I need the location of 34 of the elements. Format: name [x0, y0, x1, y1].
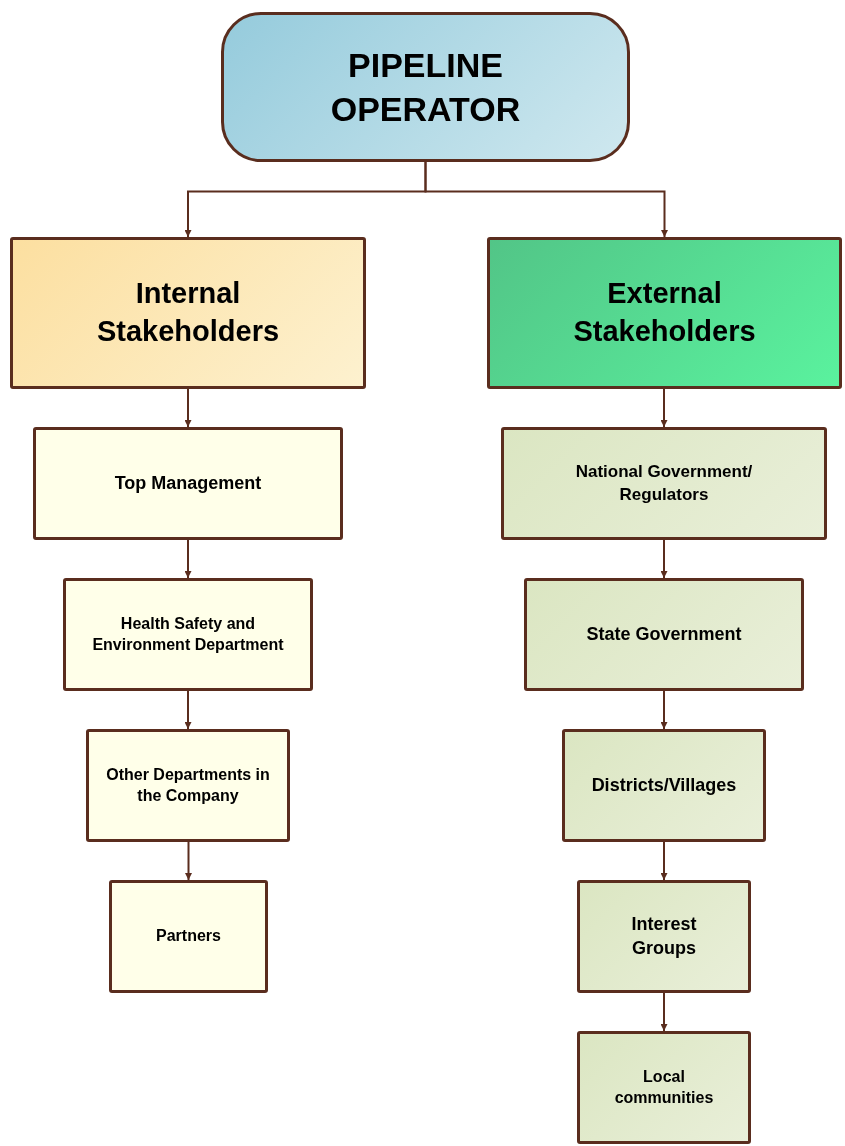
arrow: [424, 161, 668, 238]
arrow: [185, 841, 192, 881]
box-label: External Stakeholders: [572, 276, 757, 349]
stakeholder-box: [562, 729, 766, 842]
arrow: [660, 690, 668, 730]
operator-box: [221, 12, 630, 162]
box-label: Top Management: [114, 471, 262, 495]
box-label: Health Safety and Environment Department: [91, 613, 285, 655]
arrow: [184, 690, 192, 730]
group-box: [487, 237, 842, 389]
arrow: [660, 992, 668, 1032]
box-label: Internal Stakeholders: [95, 276, 281, 349]
stakeholder-box: [86, 729, 290, 842]
box-label: Other Departments in the Company: [105, 764, 271, 806]
box-label: Partners: [156, 926, 221, 947]
box-label: State Government: [586, 622, 742, 646]
stakeholder-box: [577, 880, 751, 993]
box-label: Local communities: [614, 1066, 714, 1108]
stakeholder-box: [577, 1031, 751, 1144]
box-label: Interest Groups: [630, 913, 698, 960]
box-label: National Government/ Regulators: [574, 461, 754, 506]
box-label: PIPELINE OPERATOR: [329, 44, 522, 130]
arrow: [184, 539, 192, 579]
stakeholder-box: [63, 578, 313, 691]
stakeholder-box: [524, 578, 804, 691]
stakeholder-box: [33, 427, 343, 540]
arrow: [660, 388, 668, 428]
stakeholder-box: [109, 880, 268, 993]
arrow: [660, 539, 668, 579]
stakeholder-box: [501, 427, 827, 540]
arrow: [184, 388, 192, 428]
arrow: [660, 841, 668, 881]
box-label: Districts/Villages: [591, 773, 737, 797]
group-box: [10, 237, 366, 389]
